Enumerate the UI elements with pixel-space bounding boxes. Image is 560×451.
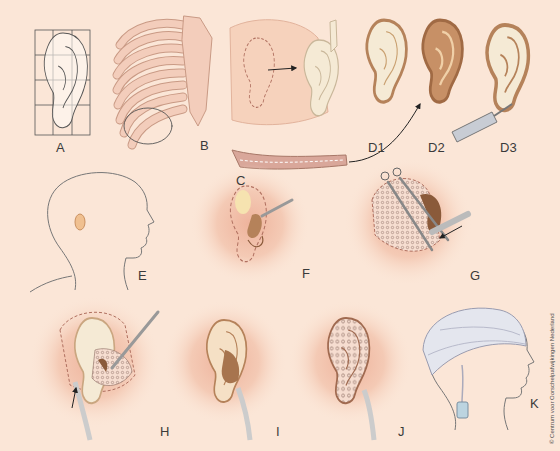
panel-letter: D2 bbox=[428, 140, 445, 155]
drain-tube bbox=[238, 388, 250, 440]
panel-letter: I bbox=[276, 424, 280, 439]
panel-letter: G bbox=[470, 268, 480, 283]
carved-framework bbox=[304, 40, 338, 116]
panel-letter: C bbox=[236, 173, 245, 188]
remnant-tissue bbox=[98, 359, 107, 372]
panel-letter: B bbox=[200, 138, 209, 153]
dashed-ear-outline bbox=[244, 38, 275, 107]
skin-area bbox=[344, 158, 472, 286]
scalpel bbox=[262, 200, 292, 216]
panel-letter: F bbox=[302, 266, 310, 281]
lobule-remnant bbox=[247, 214, 262, 238]
arrow bbox=[440, 226, 462, 238]
framework-detail bbox=[500, 37, 518, 92]
panel-letter: H bbox=[160, 424, 169, 439]
tool-tip bbox=[494, 104, 512, 116]
dashed-ear-outline bbox=[230, 186, 266, 262]
framework-detail bbox=[436, 32, 454, 85]
surgical-instruments bbox=[388, 178, 448, 250]
harvest-circle bbox=[124, 108, 172, 144]
cartilage-remnant bbox=[235, 190, 251, 214]
arrow bbox=[72, 388, 76, 408]
framework-detail bbox=[341, 330, 359, 385]
framework-d1 bbox=[367, 20, 407, 102]
lobule bbox=[222, 350, 239, 383]
cartilage-piece bbox=[330, 20, 337, 52]
arrow bbox=[268, 68, 296, 70]
panel-letter: D3 bbox=[500, 140, 517, 155]
patient-head bbox=[30, 173, 154, 292]
copyright-note: © Centrum voor Oorschelpafwijkingen Nede… bbox=[549, 314, 556, 444]
drain-tube bbox=[432, 214, 468, 232]
panel-letter: E bbox=[138, 268, 147, 283]
rib-fill bbox=[117, 23, 183, 145]
cartilage-harvest bbox=[230, 20, 420, 169]
sternum bbox=[182, 16, 212, 126]
panel-letter: K bbox=[530, 396, 539, 411]
drain-bottle bbox=[457, 402, 468, 418]
instrument-handle bbox=[381, 172, 389, 180]
instrument bbox=[112, 312, 158, 368]
head-bandage bbox=[423, 308, 526, 375]
strip-cut-line bbox=[240, 160, 344, 162]
small-ear bbox=[75, 214, 85, 230]
carving-tool bbox=[452, 112, 497, 142]
skin-area bbox=[288, 300, 412, 424]
drain-tube bbox=[75, 382, 90, 440]
ear-inner-line bbox=[58, 47, 77, 109]
rib-outline bbox=[117, 23, 183, 145]
step-g bbox=[344, 158, 472, 286]
step-f bbox=[190, 164, 310, 284]
step-i bbox=[163, 300, 287, 440]
framework-detail bbox=[380, 32, 398, 85]
framework-d3 bbox=[487, 25, 528, 110]
panel-letter: D1 bbox=[368, 140, 385, 155]
panel-letter: A bbox=[56, 140, 65, 155]
drain-tube bbox=[364, 390, 374, 440]
panel-letter: J bbox=[398, 424, 405, 439]
skin-area bbox=[163, 300, 287, 424]
incision-line bbox=[248, 236, 263, 247]
ear-template-grid bbox=[35, 30, 90, 135]
arrow bbox=[349, 104, 420, 162]
skin-area bbox=[29, 296, 161, 428]
framework-detail bbox=[315, 51, 330, 100]
grid-lines bbox=[35, 30, 90, 135]
head-outline bbox=[48, 173, 154, 290]
instrument-handle bbox=[393, 168, 401, 176]
drain-tube bbox=[461, 365, 463, 402]
framework-d2 bbox=[423, 20, 463, 102]
step-h bbox=[29, 296, 161, 440]
bandage-folds bbox=[428, 327, 525, 355]
rib-cage bbox=[117, 16, 212, 145]
framework-stages bbox=[367, 20, 529, 142]
ear-outline bbox=[44, 33, 87, 128]
shoulder-line bbox=[30, 276, 72, 292]
bandaged-head bbox=[423, 308, 534, 430]
step-j bbox=[288, 300, 412, 440]
skin-area bbox=[190, 164, 310, 284]
grid-frame bbox=[35, 30, 90, 135]
